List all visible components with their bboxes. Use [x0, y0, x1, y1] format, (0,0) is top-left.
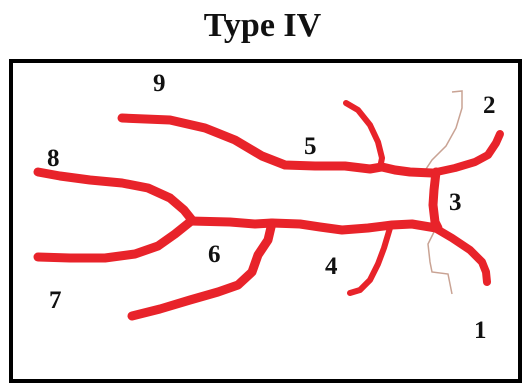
- outline-trace-upper: [423, 90, 463, 173]
- vessel-branch-8: [33, 167, 197, 225]
- label-6: 6: [208, 241, 221, 268]
- diagram-title: Type IV: [203, 7, 322, 44]
- outline-traces: [423, 90, 463, 295]
- vessel-branch-2: [428, 130, 504, 177]
- vessel-branch-5: [343, 100, 385, 171]
- outline-trace-lower: [427, 231, 453, 295]
- vessel-branch-6: [127, 218, 277, 321]
- label-1: 1: [474, 317, 487, 344]
- label-9: 9: [153, 70, 166, 97]
- diagram-labels: 1 2 3 4 5 6 7 8 9: [47, 70, 496, 344]
- vessel-branch-1: [431, 224, 491, 286]
- vessel-branch-4: [347, 225, 393, 296]
- vessel-connector-3: [428, 167, 443, 233]
- label-8: 8: [47, 145, 60, 172]
- label-7: 7: [49, 287, 62, 314]
- vessel-branch-7: [33, 217, 195, 263]
- label-3: 3: [449, 189, 462, 216]
- label-5: 5: [304, 133, 317, 160]
- vessel-main-trunk: [185, 216, 441, 235]
- label-4: 4: [325, 253, 338, 280]
- diagram-frame: [9, 59, 522, 383]
- vessel-branch-9: [117, 113, 437, 178]
- vessel-network: [33, 100, 504, 321]
- label-2: 2: [483, 92, 496, 119]
